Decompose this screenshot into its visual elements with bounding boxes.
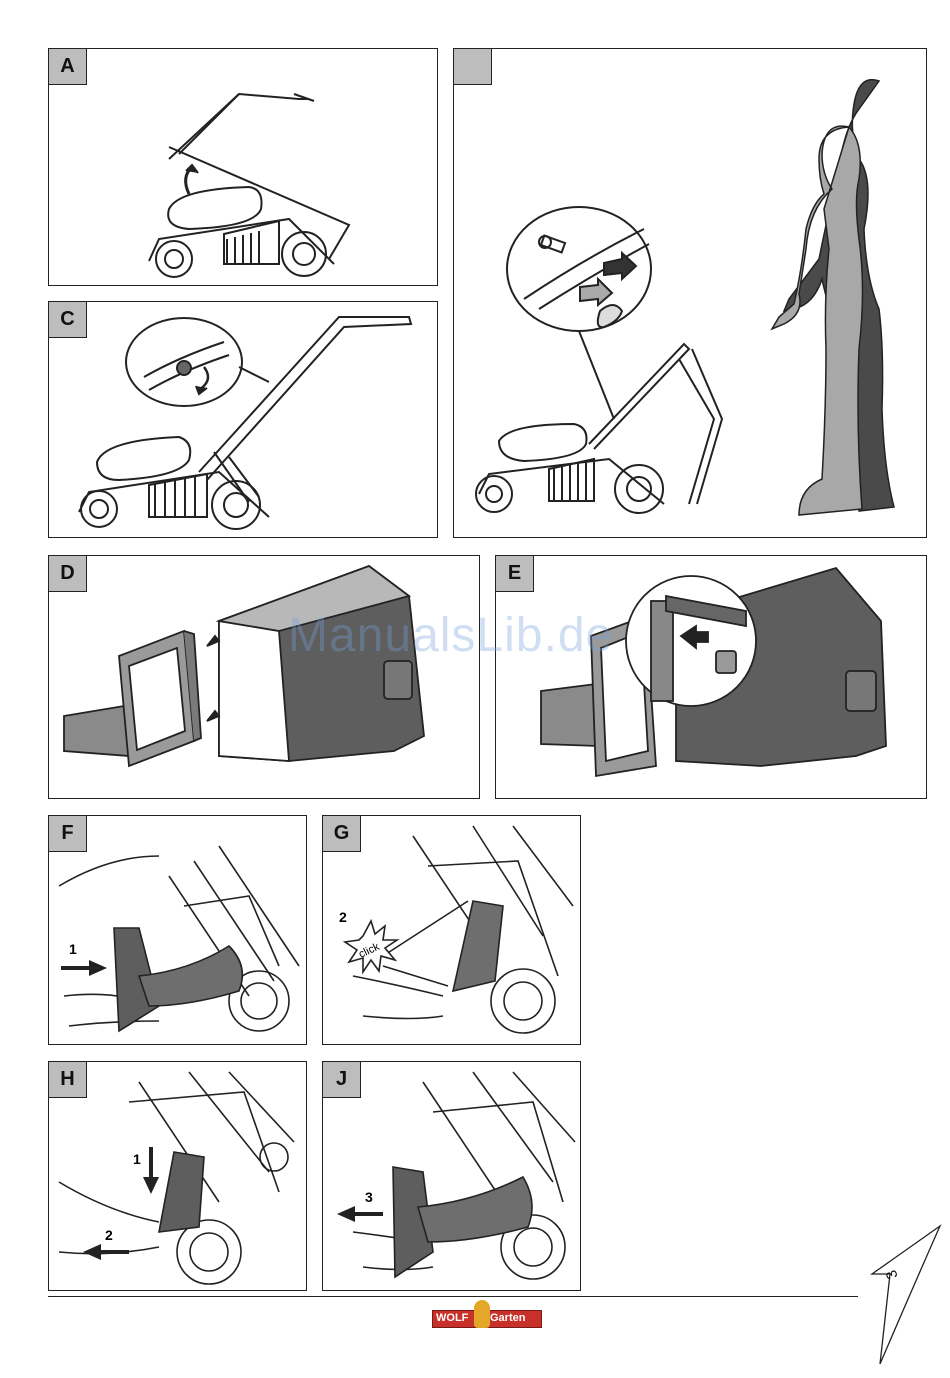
bag-pull-out-illustration: 3 — [323, 1062, 581, 1291]
panel-g: G 2 click — [322, 815, 581, 1045]
bag-remove-illustration: 1 2 — [49, 1062, 307, 1291]
step-number: 2 — [339, 909, 347, 925]
fox-icon — [474, 1300, 490, 1328]
panel-h: H 1 2 — [48, 1061, 307, 1291]
handle-height-adjust-illustration — [454, 49, 927, 538]
panel-j: J 3 — [322, 1061, 581, 1291]
logo-text-left: WOLF — [436, 1312, 468, 1324]
panel-a: A — [48, 48, 438, 286]
grass-bag-clip-illustration — [496, 556, 927, 799]
wolf-garten-logo: WOLF Garten — [432, 1300, 542, 1330]
bag-insert-illustration: 1 — [49, 816, 307, 1045]
panel-f: F 1 — [48, 815, 307, 1045]
footer-divider — [48, 1296, 858, 1297]
grass-bag-frame-assembly-illustration — [49, 556, 480, 799]
panel-b — [453, 48, 927, 538]
panel-c: C — [48, 301, 438, 538]
panel-e: E — [495, 555, 927, 799]
step-number: 1 — [69, 941, 77, 957]
panel-d: D — [48, 555, 480, 799]
page-number-tab: 3 — [870, 1224, 942, 1364]
watermark: ManualsLib.de — [288, 608, 613, 663]
step-number: 2 — [105, 1227, 113, 1243]
mower-handle-fold-illustration — [49, 49, 438, 286]
step-number: 3 — [365, 1189, 373, 1205]
page-corner-icon — [870, 1224, 942, 1364]
handle-knob-tighten-illustration — [49, 302, 438, 538]
bag-click-in-illustration: 2 click — [323, 816, 581, 1045]
step-number: 1 — [133, 1151, 141, 1167]
logo-text-right: Garten — [490, 1312, 525, 1324]
